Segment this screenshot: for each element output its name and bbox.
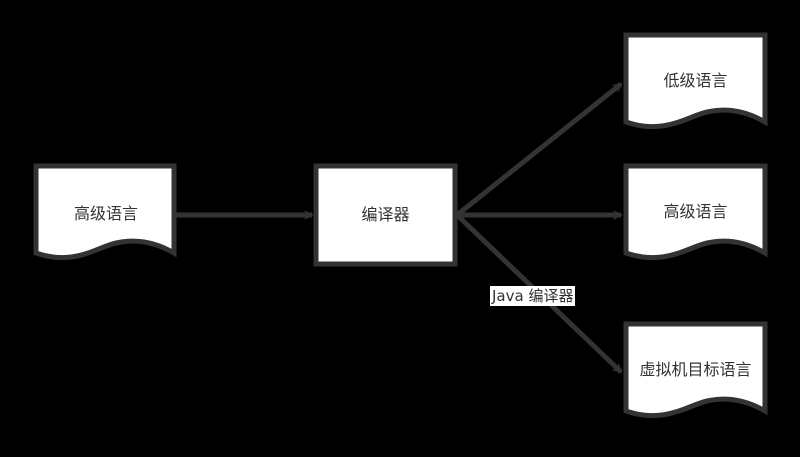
node-high-level-shape[interactable] bbox=[623, 163, 768, 261]
node-vm-target-shape[interactable] bbox=[623, 321, 768, 419]
edge-label-java-compiler: Java 编译器 bbox=[490, 286, 576, 306]
node-source-shape[interactable] bbox=[33, 163, 177, 261]
node-source-label: 高级语言 bbox=[73, 204, 138, 224]
node-compiler-label: 编译器 bbox=[361, 205, 410, 225]
node-low-level-shape[interactable] bbox=[623, 32, 768, 130]
node-vm-target-label: 虚拟机目标语言 bbox=[639, 360, 752, 380]
edge-compiler-to-low-level[interactable] bbox=[455, 82, 623, 217]
node-compiler-shape[interactable] bbox=[313, 163, 458, 267]
node-low-level-label: 低级语言 bbox=[663, 71, 728, 91]
node-high-level-label: 高级语言 bbox=[663, 202, 728, 222]
